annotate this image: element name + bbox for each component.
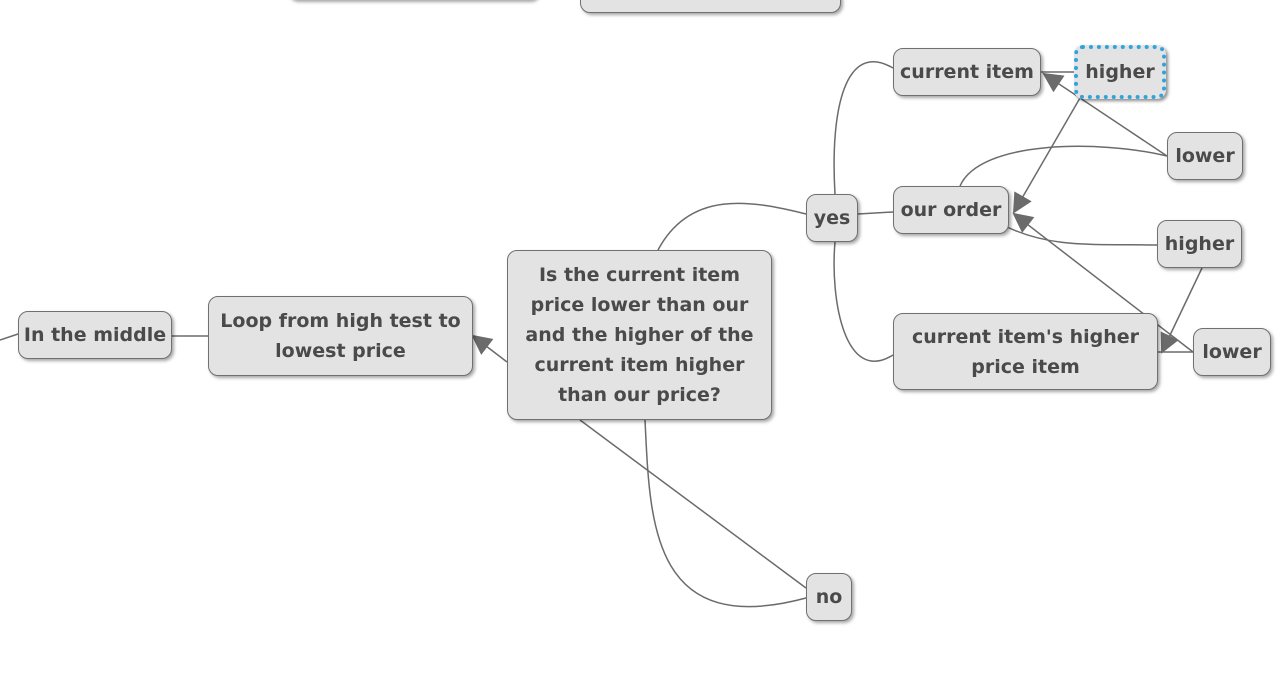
connector-question-to-no-curve <box>644 419 807 608</box>
node-yes[interactable]: yes <box>806 194 858 242</box>
node-question[interactable]: Is the current item price lower than our… <box>507 250 772 420</box>
node-our-order[interactable]: our order <box>893 186 1009 234</box>
node-in-the-middle[interactable]: In the middle <box>18 311 172 359</box>
node-loop-high-to-low[interactable]: Loop from high test to lowest price <box>208 296 473 376</box>
connector-question-to-yes <box>657 202 807 251</box>
node-current-items-higher-price[interactable]: current item's higher price item <box>893 313 1158 390</box>
node-no[interactable]: no <box>806 573 852 621</box>
node-lower-top[interactable]: lower <box>1167 132 1243 180</box>
connector-our-order-to-higher-mid <box>1004 225 1158 246</box>
connector-our-order-to-lower <box>959 145 1168 187</box>
arrow-lower-bottom-to-our-order <box>1012 212 1194 353</box>
connector-question-to-no-line <box>579 419 807 589</box>
arrow-higher-mid-to-current-items-higher <box>1160 267 1203 354</box>
node-lower-bottom[interactable]: lower <box>1193 328 1271 376</box>
arrow-lower-to-current-item <box>1042 72 1168 157</box>
node-current-item[interactable]: current item <box>893 48 1041 96</box>
node-higher-selected[interactable]: higher <box>1074 45 1166 99</box>
arrow-question-to-loop <box>471 334 508 363</box>
node-higher-mid[interactable]: higher <box>1157 220 1242 268</box>
connector-yes-to-current-item <box>833 61 894 195</box>
offscreen-node-top-center[interactable] <box>580 0 841 13</box>
connector-yes-to-our-order <box>857 211 894 215</box>
connector-yes-to-current-items-higher <box>833 241 894 362</box>
arrow-higher-to-our-order <box>1012 97 1081 214</box>
connector-offscreen-to-middle <box>0 333 19 341</box>
